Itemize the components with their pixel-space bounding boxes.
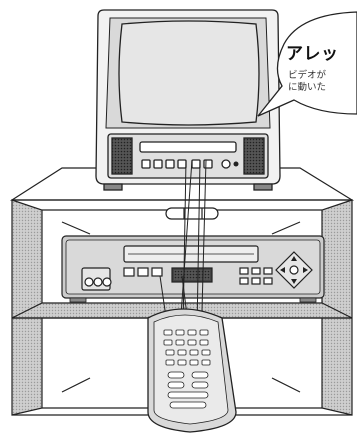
tv-button (141, 159, 151, 169)
vcr-button (137, 267, 149, 277)
tv-button (203, 159, 213, 169)
vcr-button (239, 277, 249, 285)
vcr-button (263, 277, 273, 285)
vcr-jack (84, 277, 94, 287)
television (95, 9, 281, 191)
vcr-button (251, 277, 261, 285)
vcr-button (151, 267, 163, 277)
vcr-button (239, 267, 249, 275)
remote-control (147, 308, 237, 433)
tv-power-button (221, 159, 231, 169)
tv-speaker-left (111, 137, 133, 175)
tv-speaker-right (243, 137, 265, 175)
remote-button-grid (163, 329, 211, 409)
tv-screen (118, 20, 260, 126)
vcr-jack (93, 277, 103, 287)
tv-button (191, 159, 201, 169)
vcr (61, 235, 325, 303)
tv-button (165, 159, 175, 169)
tv-button (153, 159, 163, 169)
cable-slot (165, 207, 219, 220)
vcr-jack (102, 277, 112, 287)
vcr-button (251, 267, 261, 275)
tv-button (177, 159, 187, 169)
speech-bubble (257, 11, 357, 117)
vcr-button (263, 267, 273, 275)
vcr-button (123, 267, 135, 277)
